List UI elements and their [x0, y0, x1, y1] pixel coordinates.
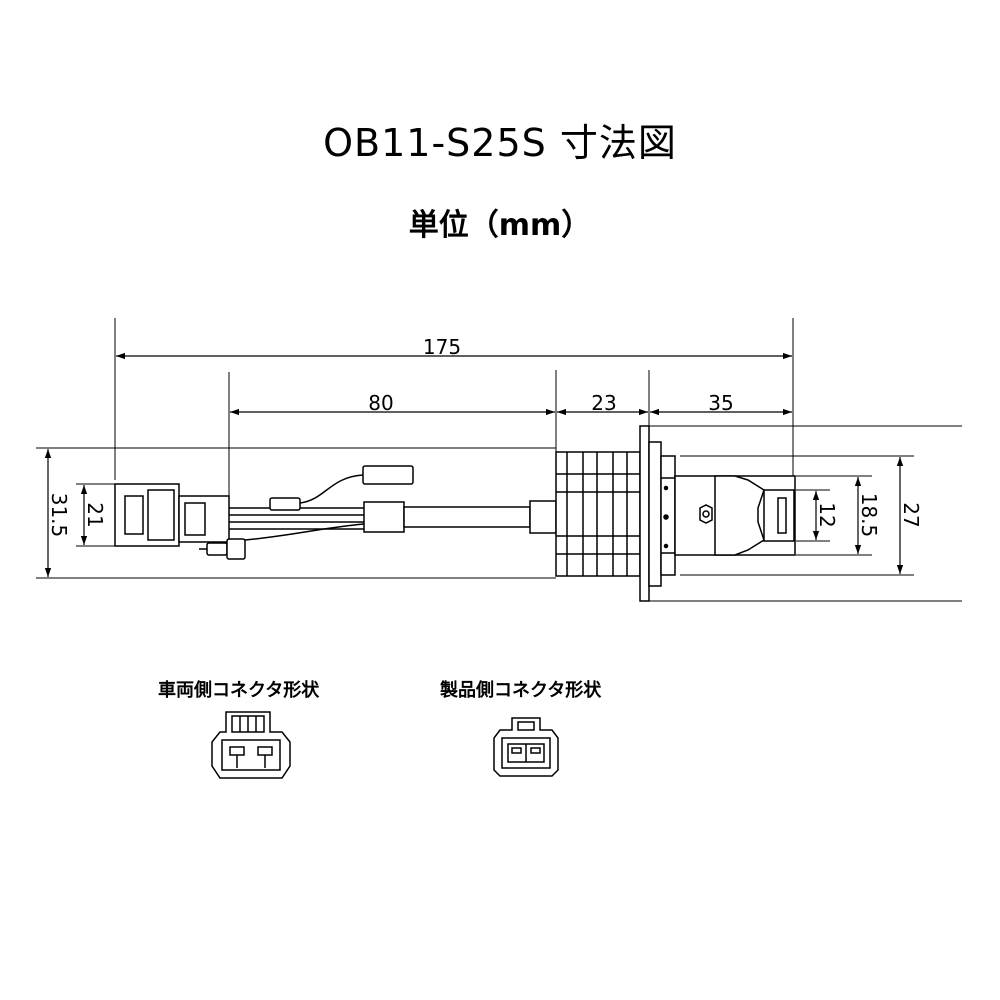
socket-heatsink	[555, 451, 641, 577]
dimension-lines	[44, 352, 904, 577]
bulb-flange	[639, 425, 676, 602]
diagram-title: OB11-S25S 寸法図	[323, 121, 677, 165]
dim-label-bulb: 35	[708, 391, 733, 415]
dim-label-bulb-inner: 12	[815, 502, 839, 527]
dim-label-connector-outer: 31.5	[47, 493, 71, 538]
fuse-holder	[269, 465, 414, 511]
extension-lines	[36, 318, 962, 602]
dim-label-bulb-mid: 18.5	[857, 493, 881, 538]
dim-label-socket: 23	[591, 391, 616, 415]
vehicle-connector-icon	[211, 711, 291, 779]
ground-terminal	[199, 538, 246, 560]
dim-label-overall: 175	[423, 335, 461, 359]
led-chip	[699, 504, 713, 524]
product-connector-caption: 製品側コネクタ形状	[440, 680, 602, 701]
dim-label-connector-inner: 21	[83, 502, 107, 527]
dim-label-harness: 80	[368, 391, 393, 415]
product-connector-icon	[493, 717, 559, 777]
dim-label-flange: 27	[899, 502, 923, 527]
heat-shrink-sleeve	[363, 500, 557, 534]
bulb-body	[674, 475, 796, 556]
vehicle-connector-caption: 車両側コネクタ形状	[158, 680, 320, 701]
unit-label: 単位（mm）	[408, 208, 592, 243]
harness-connector	[114, 483, 230, 547]
